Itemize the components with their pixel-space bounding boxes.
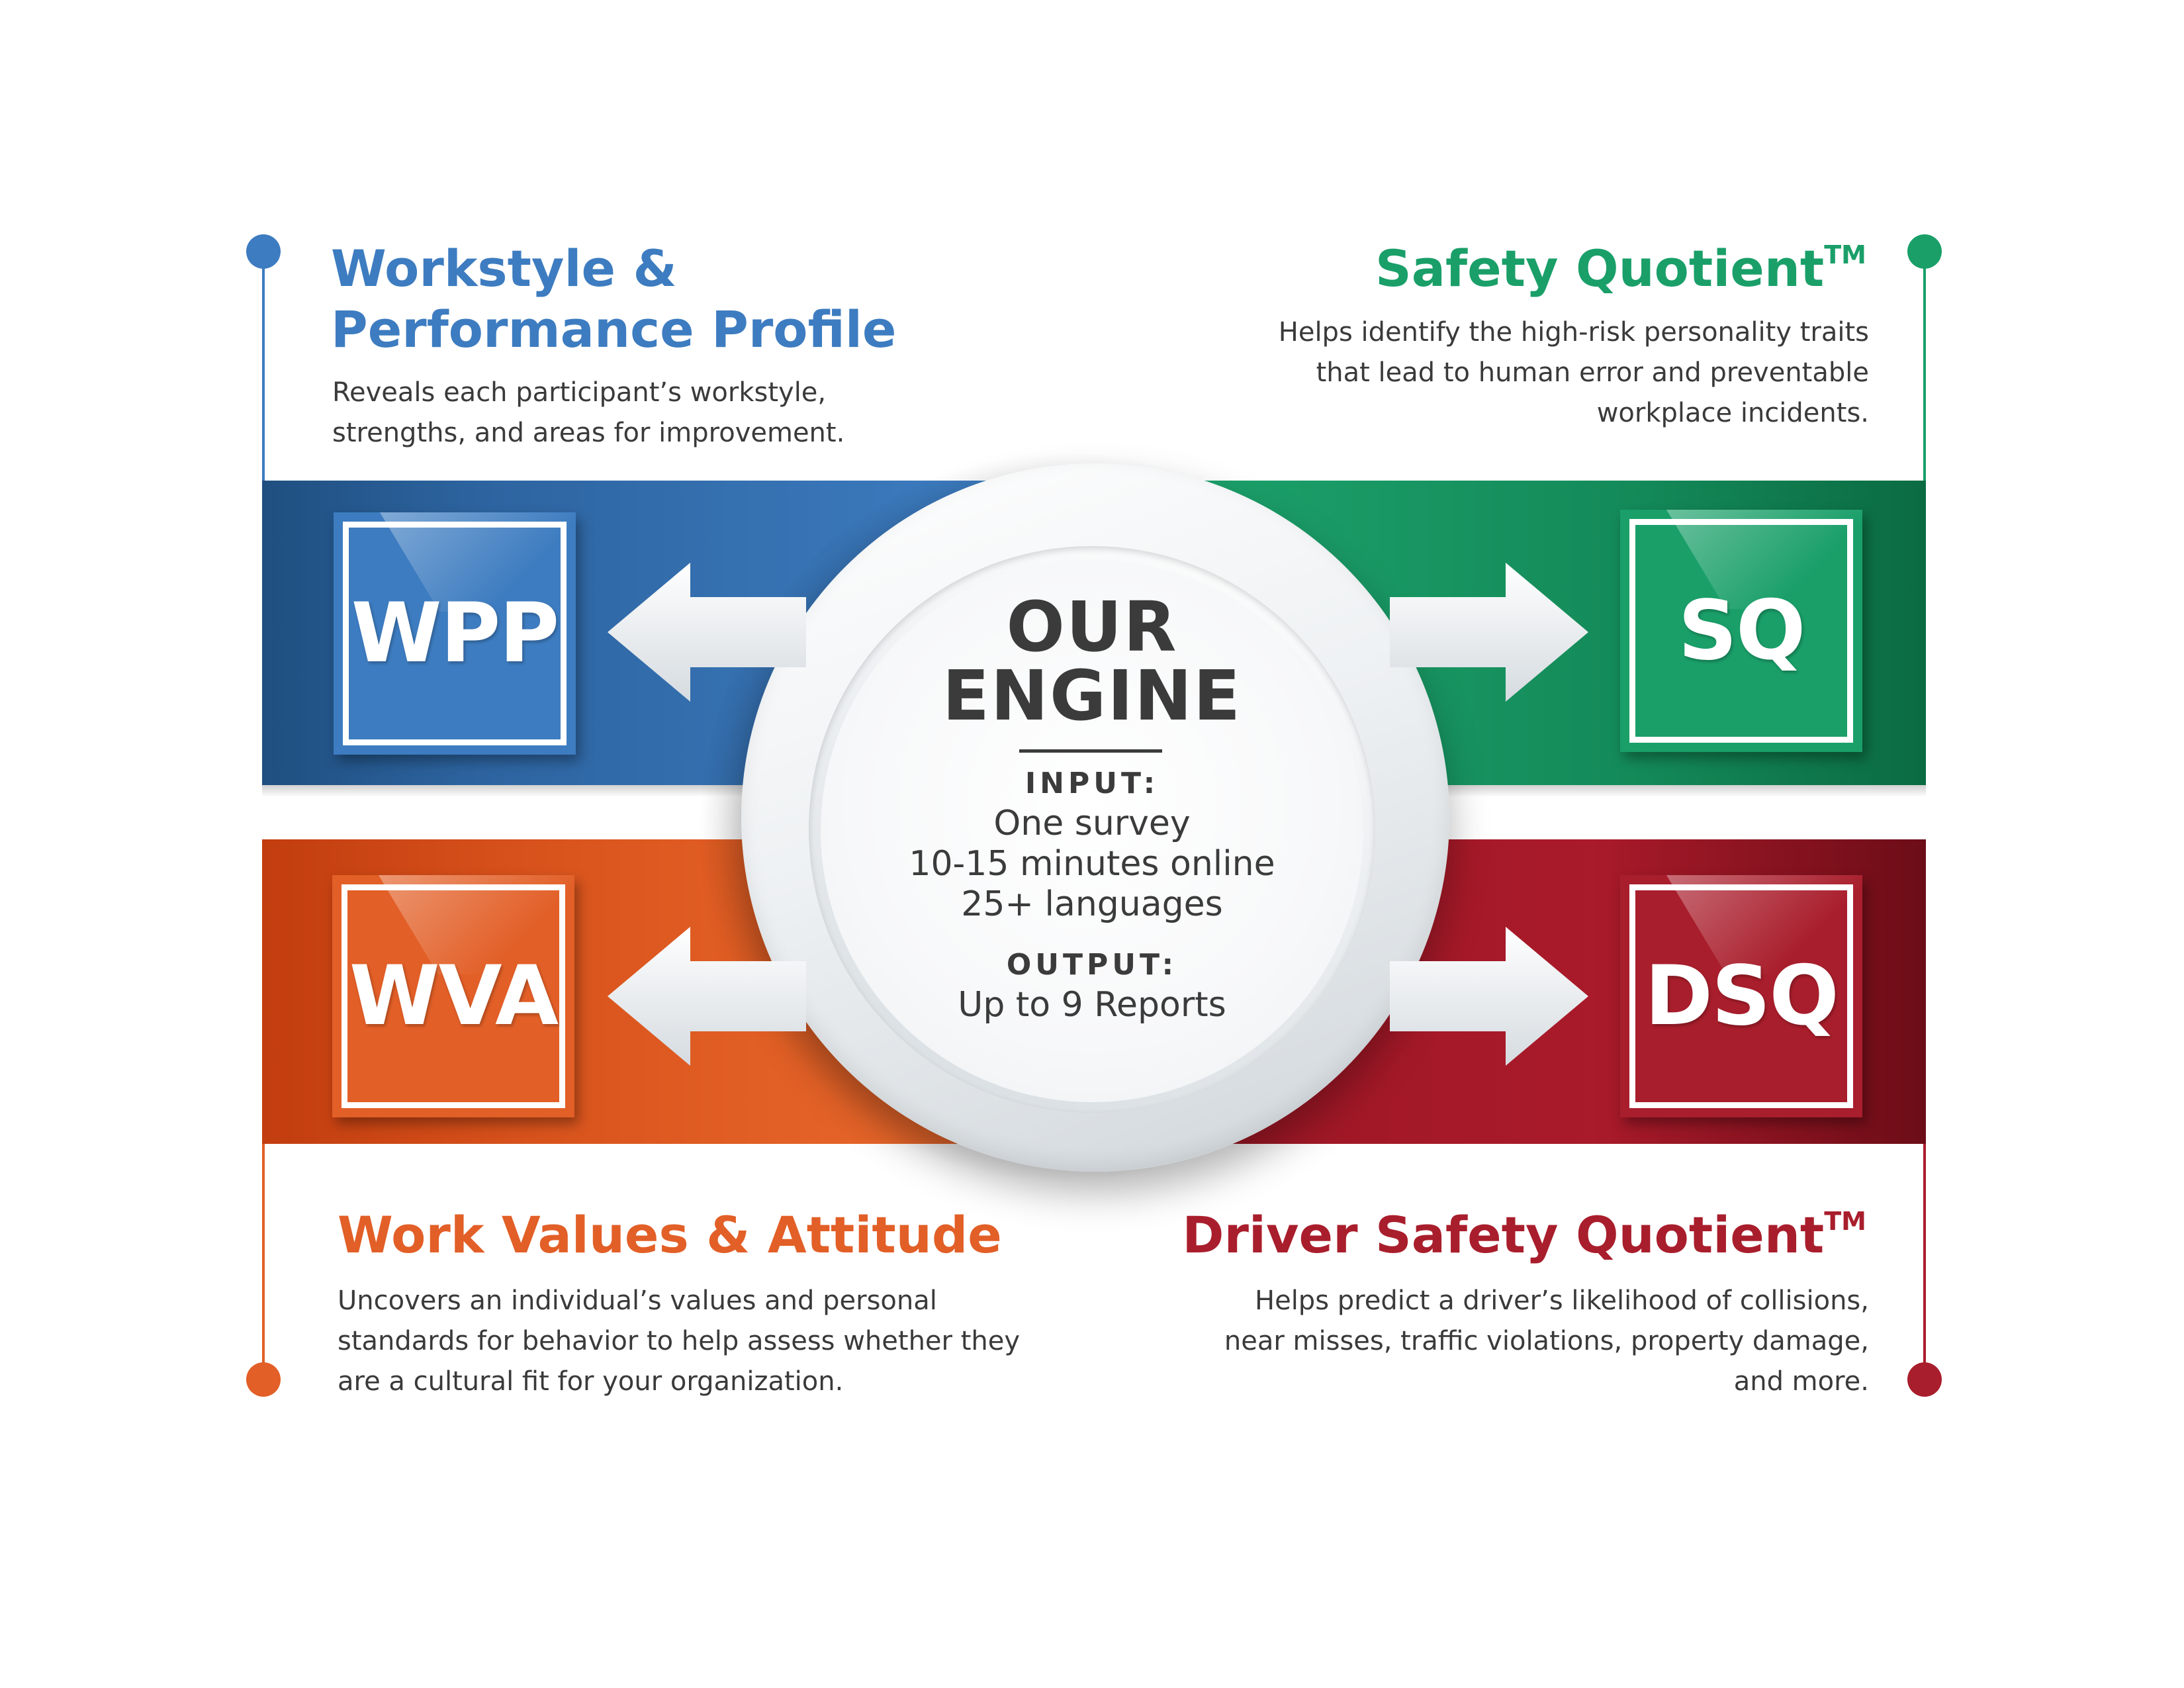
arrow-right-sq-icon [1390, 563, 1588, 702]
wpp-code: WPP [351, 586, 560, 681]
sq-code: SQ [1678, 583, 1806, 679]
dsq-title-text: Driver Safety Quotient [1182, 1205, 1825, 1264]
wva-description-line: standards for behavior to help assess wh… [338, 1326, 1021, 1356]
wva-description-line: are a cultural fit for your organization… [338, 1366, 844, 1397]
sq-connector-line [1923, 254, 1926, 483]
sq-title: Safety QuotientTM [1125, 238, 1866, 299]
arrow-left-wpp-icon [608, 563, 806, 702]
sq-description-line: workplace incidents. [1596, 398, 1869, 428]
engine-title-line1: OUR [1006, 586, 1178, 667]
sq-description-line: that lead to human error and preventable [1316, 357, 1869, 388]
wva-connector-line [262, 1139, 265, 1370]
sq-connector-dot [1907, 234, 1942, 269]
wpp-tile: WPP [334, 512, 576, 755]
dsq-code: DSQ [1645, 949, 1839, 1044]
sq-trademark: TM [1824, 240, 1866, 269]
dsq-connector-dot [1907, 1362, 1942, 1397]
wva-connector-dot [246, 1362, 281, 1397]
engine-input-line: 25+ languages [961, 884, 1223, 924]
sq-description: Helps identify the high-risk personality… [1125, 312, 1869, 434]
dsq-description-line: and more. [1733, 1366, 1869, 1397]
dsq-description-line: Helps predict a driver’s likelihood of c… [1255, 1286, 1869, 1316]
wpp-connector-dot [246, 234, 281, 269]
wva-tile: WVA [332, 875, 574, 1117]
wpp-title-line1: Workstyle & [331, 239, 677, 298]
dsq-description: Helps predict a driver’s likelihood of c… [1125, 1281, 1869, 1402]
wpp-title: Workstyle & Performance Profile [331, 238, 896, 360]
engine-input-line: 10-15 minutes online [909, 844, 1275, 884]
wpp-title-line2: Performance Profile [331, 300, 897, 359]
dsq-title: Driver Safety QuotientTM [1125, 1205, 1866, 1266]
wpp-description-line: Reveals each participant’s workstyle, [332, 377, 827, 408]
sq-title-text: Safety Quotient [1375, 239, 1825, 298]
engine-output-line: Up to 9 Reports [958, 985, 1226, 1025]
wpp-connector-line [262, 254, 265, 483]
wpp-description-line: strengths, and areas for improvement. [332, 418, 845, 448]
arrow-right-dsq-icon [1390, 927, 1588, 1066]
dsq-description-line: near misses, traffic violations, propert… [1224, 1326, 1869, 1356]
sq-description-line: Helps identify the high-risk personality… [1278, 317, 1869, 348]
wpp-description: Reveals each participant’s workstyle, st… [332, 373, 844, 453]
wva-code: WVA [349, 949, 559, 1044]
engine-title: OUR ENGINE [821, 592, 1363, 730]
engine-input-label: INPUT: [1024, 767, 1160, 800]
arrow-left-wva-icon [608, 927, 806, 1066]
engine-input-line: One survey [993, 804, 1191, 843]
sq-tile: SQ [1620, 510, 1862, 752]
engine-title-line2: ENGINE [942, 655, 1242, 736]
dsq-trademark: TM [1824, 1207, 1866, 1236]
wva-title: Work Values & Attitude [338, 1205, 1002, 1264]
wva-description: Uncovers an individual’s values and pers… [338, 1281, 1020, 1402]
dsq-connector-line [1923, 1139, 1926, 1370]
engine-output-label: OUTPUT: [1006, 948, 1178, 982]
engine-inner-disc [821, 559, 1363, 1102]
engine-divider [1019, 749, 1162, 753]
dsq-tile: DSQ [1620, 875, 1862, 1117]
wva-description-line: Uncovers an individual’s values and pers… [338, 1286, 937, 1316]
